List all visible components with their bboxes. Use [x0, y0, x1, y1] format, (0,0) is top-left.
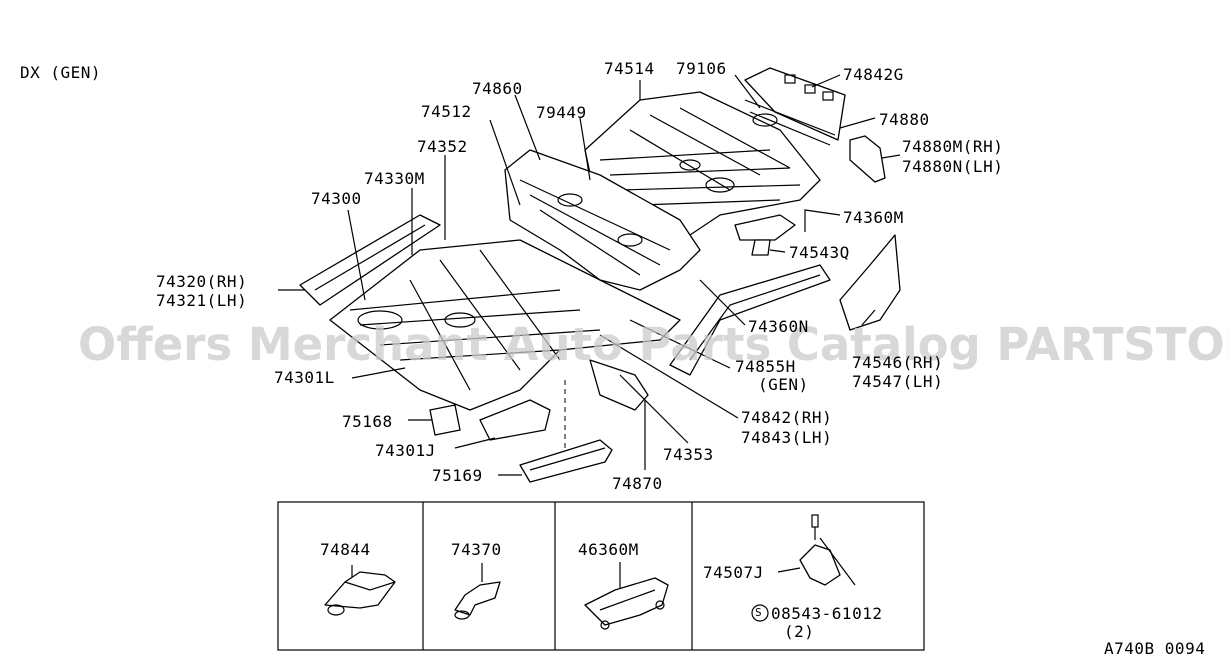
part-label-74352[interactable]: 74352: [417, 137, 468, 156]
part-label-74300[interactable]: 74300: [311, 189, 362, 208]
part-label-74880N[interactable]: 74880N(LH): [902, 157, 1004, 176]
part-label-74880[interactable]: 74880: [879, 110, 930, 129]
part-label-74512[interactable]: 74512: [421, 102, 472, 121]
part-label-74546[interactable]: 74546(RH): [852, 353, 944, 372]
part-label-74842[interactable]: 74842(RH): [741, 408, 833, 427]
inset-part-74844: [324, 565, 396, 616]
rail-75169: [519, 439, 613, 483]
diagram-code: A740B 0094: [1104, 639, 1206, 658]
inset-part-74370: [454, 563, 501, 620]
part-label-74320[interactable]: 74320(RH): [156, 272, 248, 291]
part-label-75168[interactable]: 75168: [342, 412, 393, 431]
inset-part-46360M: [584, 562, 669, 630]
inset-label-74507J[interactable]: 74507J: [703, 563, 764, 582]
small-clip: [751, 239, 771, 256]
part-label-74360M[interactable]: 74360M: [843, 208, 904, 227]
part-label-74353[interactable]: 74353: [663, 445, 714, 464]
front-floor-panel: [329, 239, 681, 411]
part-label-74842G[interactable]: 74842G: [843, 65, 904, 84]
rear-bracket: [849, 135, 886, 183]
part-label-74855H[interactable]: 74855H: [735, 357, 796, 376]
inset-label-screw[interactable]: 08543-61012: [771, 604, 883, 623]
variant-label: DX (GEN): [20, 63, 102, 82]
part-label-74855H-gen: (GEN): [758, 375, 809, 394]
part-label-74880M[interactable]: 74880M(RH): [902, 137, 1004, 156]
leader-lines: [278, 74, 901, 476]
part-label-74360N[interactable]: 74360N: [748, 317, 809, 336]
inset-label-74844[interactable]: 74844: [320, 540, 371, 559]
inset-frame: [277, 501, 925, 651]
front-side-member: [589, 359, 649, 411]
inset-part-74507J: [751, 514, 856, 622]
side-member-right: [669, 264, 831, 376]
part-label-74543Q[interactable]: 74543Q: [789, 243, 850, 262]
screw-symbol: S: [755, 606, 763, 619]
part-label-74301J[interactable]: 74301J: [375, 441, 436, 460]
watermark: Offers Merchant Auto Parts Catalog PARTS…: [78, 318, 1229, 371]
part-label-79106[interactable]: 79106: [676, 59, 727, 78]
inset-label-46360M[interactable]: 46360M: [578, 540, 639, 559]
part-label-74301L[interactable]: 74301L: [274, 368, 335, 387]
reinforcement-74301J: [479, 399, 551, 441]
part-label-74330M[interactable]: 74330M: [364, 169, 425, 188]
part-label-74843[interactable]: 74843(LH): [741, 428, 833, 447]
side-sill-left: [299, 214, 441, 306]
part-label-74321[interactable]: 74321(LH): [156, 291, 248, 310]
inset-label-74370[interactable]: 74370: [451, 540, 502, 559]
part-label-74870[interactable]: 74870: [612, 474, 663, 493]
center-cross-member: [504, 149, 701, 291]
rear-cross-member: [744, 67, 846, 146]
part-label-75169[interactable]: 75169: [432, 466, 483, 485]
mount-bracket: [734, 214, 796, 241]
part-label-79449[interactable]: 79449: [536, 103, 587, 122]
part-label-74547[interactable]: 74547(LH): [852, 372, 944, 391]
bracket-75168: [429, 404, 461, 436]
rear-side-panel: [839, 234, 901, 331]
screw-quantity: (2): [784, 622, 815, 641]
part-label-74860[interactable]: 74860: [472, 79, 523, 98]
part-label-74514[interactable]: 74514: [604, 59, 655, 78]
